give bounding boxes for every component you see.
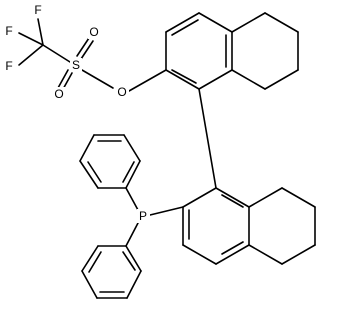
fluorine-label-3: F bbox=[5, 59, 12, 73]
oxygen-label-1: O bbox=[89, 25, 98, 39]
oxygen-label-2: O bbox=[54, 87, 63, 101]
sulfur-label: S bbox=[72, 58, 80, 72]
phosphorus-label: P bbox=[139, 209, 147, 223]
bond-lines bbox=[18, 12, 316, 299]
oxygen-label-3: O bbox=[117, 85, 126, 99]
fluorine-label-2: F bbox=[5, 24, 12, 38]
fluorine-label-1: F bbox=[34, 3, 41, 17]
atom-labels: F F F S O O O P bbox=[3, 3, 150, 223]
